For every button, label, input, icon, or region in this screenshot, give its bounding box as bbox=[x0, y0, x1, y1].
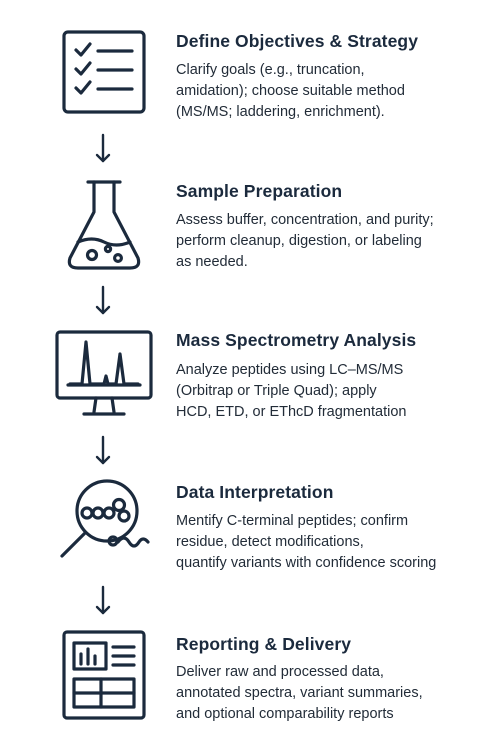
step-description-line: residue, detect modifications, bbox=[176, 534, 364, 550]
step-description-line: quantify variants with confidence scorin… bbox=[176, 555, 437, 571]
down-arrow-icon bbox=[93, 284, 113, 318]
step-description-line: Clarify goals (e.g., truncation, bbox=[176, 62, 365, 78]
step-description-line: as needed. bbox=[176, 254, 248, 270]
step-description-line: perform cleanup, digestion, or labeling bbox=[176, 233, 422, 249]
step-description-line: and optional comparability reports bbox=[176, 706, 394, 722]
step-description: Clarify goals (e.g., truncation, amidati… bbox=[176, 60, 476, 123]
step-description: Deliver raw and processed data, annotate… bbox=[176, 662, 476, 725]
step-title: Sample Preparation bbox=[176, 181, 343, 201]
step-description: Assess buffer, concentration, and purity… bbox=[176, 210, 476, 273]
monitor-spectrum-icon bbox=[52, 328, 156, 428]
step-description-line: Analyze peptides using LC–MS/MS bbox=[176, 362, 404, 378]
step-description-line: Deliver raw and processed data, bbox=[176, 664, 384, 680]
down-arrow-icon bbox=[93, 132, 113, 166]
magnifier-molecule-icon bbox=[52, 474, 156, 574]
step-title: Define Objectives & Strategy bbox=[176, 31, 419, 51]
step-description-line: amidation); choose suitable method bbox=[176, 83, 405, 99]
report-document-icon bbox=[52, 628, 156, 728]
step-description-line: annotated spectra, variant summaries, bbox=[176, 685, 423, 701]
step-description-line: HCD, ETD, or EThcD fragmentation bbox=[176, 404, 407, 420]
step-title: Reporting & Delivery bbox=[176, 634, 352, 654]
down-arrow-icon bbox=[93, 434, 113, 468]
step-title: Mass Spectrometry Analysis bbox=[176, 330, 417, 350]
step-description: Analyze peptides using LC–MS/MS (Orbitra… bbox=[176, 360, 476, 423]
step-description-line: Mentify C-terminal peptides; confirm bbox=[176, 513, 409, 529]
step-description-line: (Orbitrap or Triple Quad); apply bbox=[176, 383, 377, 399]
step-title: Data Interpretation bbox=[176, 482, 334, 502]
step-description-line: (MS/MS; laddering, enrichment). bbox=[176, 104, 385, 120]
step-description: Mentify C-terminal peptides; confirm res… bbox=[176, 511, 476, 574]
flask-icon bbox=[52, 176, 156, 276]
down-arrow-icon bbox=[93, 584, 113, 618]
step-description-line: Assess buffer, concentration, and purity… bbox=[176, 212, 434, 228]
checklist-icon bbox=[52, 22, 156, 122]
